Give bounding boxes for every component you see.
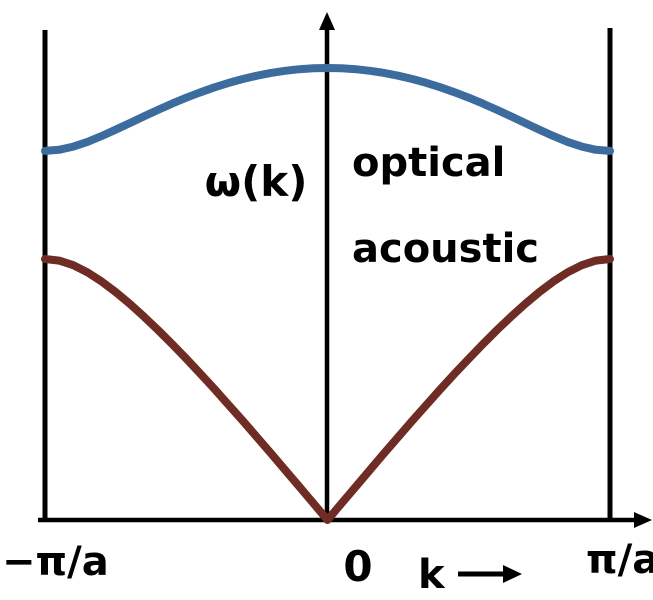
acoustic-branch-label: acoustic xyxy=(352,226,539,272)
acoustic-branch-curve xyxy=(41,255,614,524)
omega-axis-label: ω(k) xyxy=(205,157,308,206)
right-boundary-tick-label: π/a xyxy=(586,537,653,583)
optical-branch-label: optical xyxy=(352,140,505,186)
x-axis-arrowhead-icon xyxy=(634,512,652,528)
y-axis-arrowhead-icon xyxy=(319,12,335,30)
left-boundary-tick-label: −π/a xyxy=(2,539,109,585)
optical-branch-curve xyxy=(41,64,614,155)
origin-tick-label: 0 xyxy=(343,542,372,591)
k-axis-label: k xyxy=(418,552,446,598)
k-direction-arrowhead-icon xyxy=(503,565,522,583)
